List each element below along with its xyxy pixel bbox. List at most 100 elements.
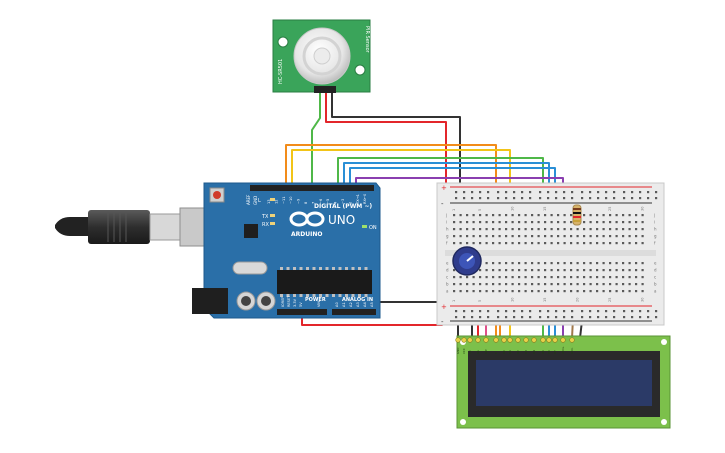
breadboard-hole[interactable] [466,221,469,224]
breadboard-hole[interactable] [479,276,482,279]
breadboard-hole[interactable] [479,269,482,272]
rail-hole[interactable] [471,197,474,200]
rail-hole[interactable] [455,316,458,319]
rail-hole[interactable] [613,316,616,319]
breadboard-hole[interactable] [563,290,566,293]
rail-hole[interactable] [655,197,658,200]
rail-hole[interactable] [487,191,490,194]
breadboard-hole[interactable] [544,290,547,293]
breadboard-hole[interactable] [492,283,495,286]
breadboard-hole[interactable] [609,262,612,265]
rail-hole[interactable] [455,191,458,194]
lcd-pin[interactable] [461,337,467,343]
breadboard-hole[interactable] [615,269,618,272]
rail-hole[interactable] [589,310,592,313]
breadboard-hole[interactable] [641,283,644,286]
breadboard-hole[interactable] [453,269,456,272]
breadboard-hole[interactable] [524,276,527,279]
rail-hole[interactable] [581,191,584,194]
breadboard-hole[interactable] [524,262,527,265]
breadboard-hole[interactable] [459,235,462,238]
lcd-pin[interactable] [531,337,537,343]
breadboard-hole[interactable] [583,214,586,217]
breadboard-hole[interactable] [622,214,625,217]
breadboard-hole[interactable] [518,276,521,279]
rail-hole[interactable] [497,191,500,194]
rail-hole[interactable] [539,310,542,313]
rail-hole[interactable] [463,316,466,319]
breadboard-hole[interactable] [479,283,482,286]
rail-hole[interactable] [655,316,658,319]
breadboard-hole[interactable] [615,276,618,279]
breadboard-hole[interactable] [453,214,456,217]
rail-hole[interactable] [529,310,532,313]
breadboard-hole[interactable] [537,276,540,279]
breadboard-hole[interactable] [492,269,495,272]
rail-hole[interactable] [647,310,650,313]
breadboard-hole[interactable] [628,214,631,217]
breadboard-hole[interactable] [641,214,644,217]
rail-hole[interactable] [479,310,482,313]
breadboard-hole[interactable] [466,214,469,217]
breadboard-hole[interactable] [459,242,462,245]
breadboard-hole[interactable] [583,235,586,238]
rail-hole[interactable] [487,310,490,313]
breadboard-hole[interactable] [472,235,475,238]
breadboard-hole[interactable] [563,242,566,245]
breadboard-hole[interactable] [576,269,579,272]
rail-hole[interactable] [555,310,558,313]
breadboard-hole[interactable] [563,262,566,265]
breadboard-hole[interactable] [518,283,521,286]
breadboard-hole[interactable] [498,235,501,238]
breadboard-hole[interactable] [531,221,534,224]
breadboard-hole[interactable] [472,283,475,286]
breadboard-hole[interactable] [498,283,501,286]
breadboard-hole[interactable] [459,290,462,293]
breadboard-hole[interactable] [485,242,488,245]
breadboard-hole[interactable] [635,228,638,231]
rail-hole[interactable] [631,316,634,319]
breadboard-hole[interactable] [615,214,618,217]
rail-hole[interactable] [647,197,650,200]
rail-hole[interactable] [505,310,508,313]
breadboard-hole[interactable] [589,269,592,272]
breadboard-hole[interactable] [602,290,605,293]
rail-hole[interactable] [521,316,524,319]
breadboard-hole[interactable] [498,228,501,231]
breadboard-hole[interactable] [472,214,475,217]
rail-hole[interactable] [555,191,558,194]
breadboard-hole[interactable] [531,290,534,293]
breadboard-hole[interactable] [459,228,462,231]
breadboard-hole[interactable] [576,242,579,245]
lcd-pin[interactable] [475,337,481,343]
breadboard-hole[interactable] [583,290,586,293]
breadboard-hole[interactable] [583,242,586,245]
breadboard-hole[interactable] [531,269,534,272]
breadboard-hole[interactable] [479,235,482,238]
breadboard-hole[interactable] [466,235,469,238]
breadboard-hole[interactable] [511,235,514,238]
breadboard-hole[interactable] [563,214,566,217]
reset-button-cap[interactable] [213,191,221,199]
breadboard-hole[interactable] [635,276,638,279]
breadboard-hole[interactable] [602,283,605,286]
breadboard-hole[interactable] [622,221,625,224]
breadboard-hole[interactable] [622,283,625,286]
breadboard-hole[interactable] [596,221,599,224]
rail-hole[interactable] [487,316,490,319]
rail-hole[interactable] [647,316,650,319]
breadboard-hole[interactable] [596,214,599,217]
breadboard-hole[interactable] [635,290,638,293]
rail-hole[interactable] [471,316,474,319]
breadboard-hole[interactable] [472,242,475,245]
breadboard-hole[interactable] [550,235,553,238]
breadboard-hole[interactable] [635,283,638,286]
breadboard-hole[interactable] [485,276,488,279]
breadboard-hole[interactable] [479,228,482,231]
lcd-pin[interactable] [540,337,546,343]
breadboard-hole[interactable] [596,276,599,279]
breadboard-hole[interactable] [557,228,560,231]
breadboard-hole[interactable] [479,290,482,293]
rail-hole[interactable] [639,310,642,313]
lcd-pin[interactable] [493,337,499,343]
